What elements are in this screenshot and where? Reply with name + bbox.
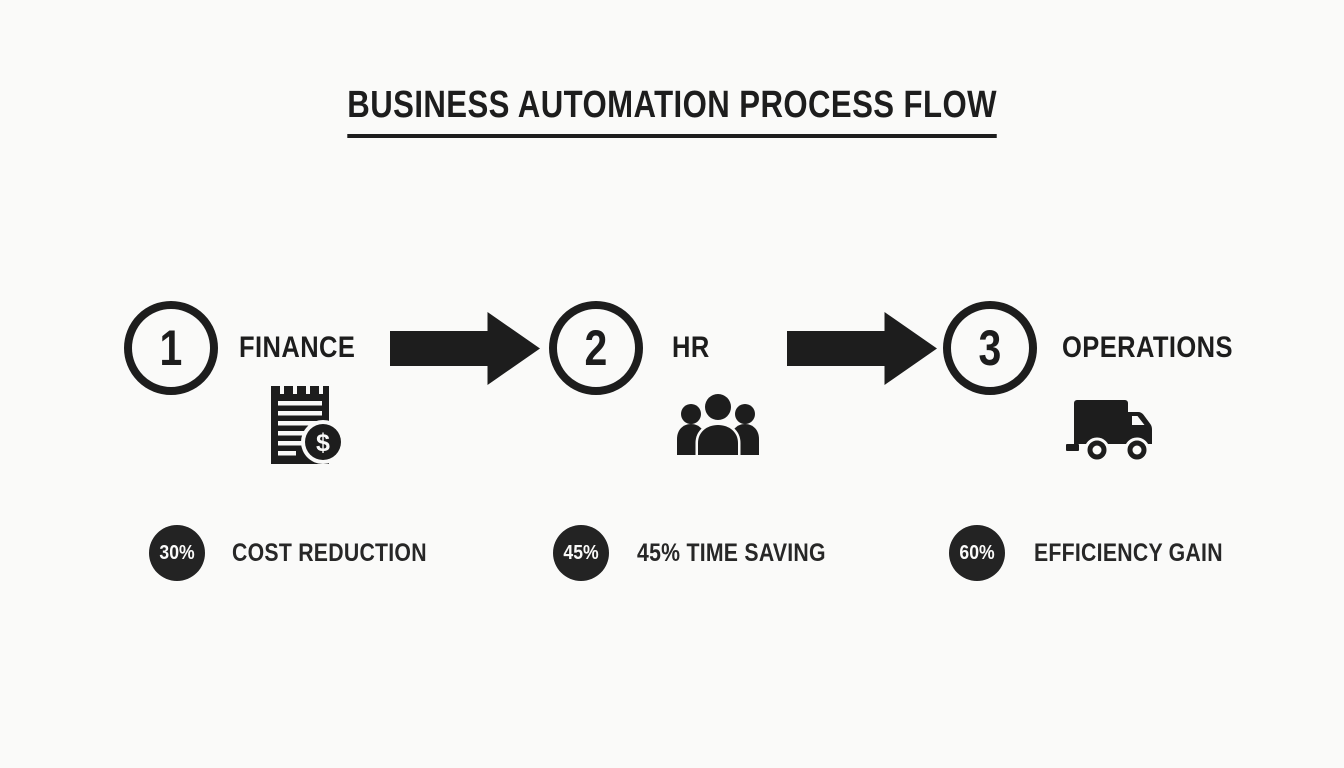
stage-3-number: 3: [978, 320, 1002, 376]
page-title-text: BUSINESS AUTOMATION PROCESS FLOW: [347, 85, 997, 138]
delivery-truck-icon: [1066, 400, 1152, 462]
stage-2-number: 2: [584, 320, 608, 376]
invoice-dollar-icon: $: [271, 386, 345, 464]
stage-1-label: FINANCE: [239, 331, 356, 364]
dollar-symbol: $: [316, 429, 330, 457]
stage-2-label: HR: [672, 331, 710, 364]
stage-3-number-circle: 3: [943, 301, 1037, 395]
metric-3-value-badge: 60%: [949, 525, 1005, 581]
metric-1-label: COST REDUCTION: [232, 538, 427, 567]
stage-3-label: OPERATIONS: [1062, 331, 1233, 364]
metric-3-label: EFFICIENCY GAIN: [1034, 538, 1223, 567]
metric-2-value-badge: 45%: [553, 525, 609, 581]
metric-1-value-badge: 30%: [149, 525, 205, 581]
right-arrow-icon: [787, 312, 937, 385]
page-title: BUSINESS AUTOMATION PROCESS FLOW: [0, 85, 1344, 138]
right-arrow-icon: [390, 312, 540, 385]
stage-1-number-circle: 1: [124, 301, 218, 395]
metric-2-label: 45% TIME SAVING: [637, 538, 826, 567]
team-icon: [677, 393, 759, 455]
stage-1-number: 1: [159, 320, 183, 376]
stage-2-number-circle: 2: [549, 301, 643, 395]
